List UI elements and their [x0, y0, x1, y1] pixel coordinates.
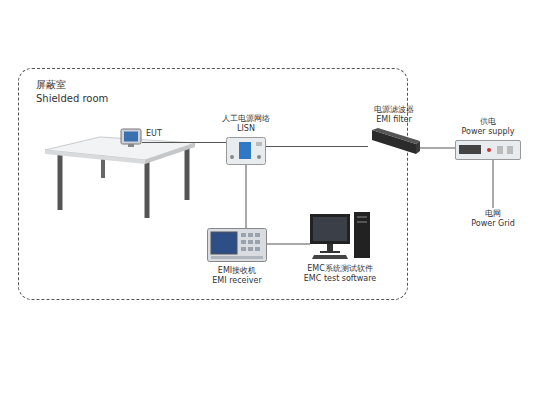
emi-receiver: EMI接收机EMI receiver	[207, 228, 267, 262]
software-computer-art	[310, 212, 370, 260]
node-title: 人工电源网络	[176, 114, 316, 124]
node-subtitle: EMI receiver	[167, 276, 307, 286]
power-grid: 电网Power Grid	[465, 208, 521, 232]
cable-line	[420, 148, 455, 149]
power-supply-art	[455, 140, 521, 160]
node-label-group: 人工电源网络LISN	[176, 114, 316, 134]
node-label-group: EMI接收机EMI receiver	[167, 266, 307, 286]
power-supply: 供电Power supply	[455, 140, 521, 160]
node-title: 供电	[418, 117, 558, 127]
node-label-group: 供电Power supply	[418, 117, 558, 137]
node-label-group: 电源滤波器EMI filter	[324, 105, 464, 125]
lisn-box-art	[226, 137, 266, 165]
cable-line	[266, 146, 368, 147]
node-subtitle: Power Grid	[423, 219, 560, 229]
emi-filter-art	[368, 128, 420, 156]
table-edge	[45, 150, 145, 164]
table-leg	[185, 148, 190, 200]
node-title: EMI接收机	[167, 266, 307, 276]
table-leg	[58, 152, 63, 210]
lisn-box: 人工电源网络LISN	[226, 137, 266, 165]
cable-line	[267, 244, 310, 245]
eut-device: EUT	[120, 128, 142, 148]
node-label-group: EUT	[146, 129, 162, 139]
node-title: 电源滤波器	[324, 105, 464, 115]
cable-line	[246, 165, 247, 228]
table-edge	[145, 143, 195, 164]
node-subtitle: Shielded room	[36, 92, 108, 106]
eut-device-art	[120, 128, 142, 148]
table-leg	[145, 160, 150, 218]
emi-filter: 电源滤波器EMI filter	[368, 128, 420, 156]
emi-receiver-art	[207, 228, 267, 262]
table-top	[45, 137, 195, 160]
node-subtitle: EMI filter	[324, 115, 464, 125]
node-title: EUT	[146, 129, 162, 139]
node-label-group: 电网Power Grid	[423, 209, 560, 229]
shielded-room: 屏蔽室Shielded roomEUT 人工电源网络LISN EMI接收机EMI r…	[18, 68, 408, 300]
node-subtitle: EMC test software	[270, 274, 410, 284]
table	[45, 137, 195, 218]
node-subtitle: LISN	[176, 124, 316, 134]
cable-line	[142, 142, 226, 143]
node-title: 电网	[423, 209, 560, 219]
node-title: EMC系统测试软件	[270, 264, 410, 274]
software-computer: EMC系统测试软件EMC test software	[310, 212, 370, 260]
node-label-group: EMC系统测试软件EMC test software	[270, 264, 410, 284]
node-subtitle: Power supply	[418, 127, 558, 137]
cable-line	[493, 160, 494, 208]
node-title: 屏蔽室	[36, 78, 108, 92]
node-label-group: 屏蔽室Shielded room	[36, 78, 108, 106]
